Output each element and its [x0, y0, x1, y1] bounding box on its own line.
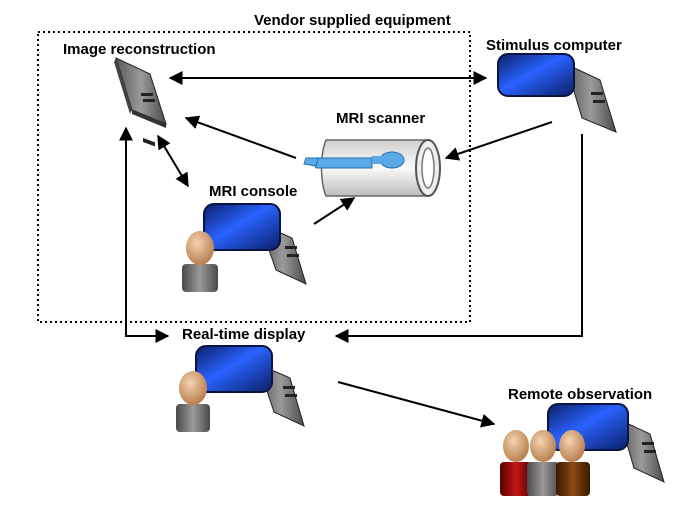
arrow-stimulus-to-realtime [334, 134, 583, 343]
mri-console-workstation-icon [182, 203, 307, 292]
image-reconstruction-computer-icon [114, 57, 167, 147]
remote-observation-group-icon [500, 403, 665, 496]
realtime-display-label: Real-time display [182, 326, 306, 343]
image-reconstruction-label: Image reconstruction [63, 41, 216, 58]
vendor-equipment-boundary [37, 31, 471, 323]
arrow-realtime-to-remote [337, 381, 496, 428]
mri-scanner-icon [303, 139, 441, 197]
mri-console-label: MRI console [209, 183, 298, 200]
arrow-recon-realtime [119, 126, 170, 343]
arrow-scanner-to-recon [184, 115, 297, 159]
stimulus-computer-label: Stimulus computer [486, 37, 622, 54]
arrow-console-to-scanner [313, 197, 356, 225]
realtime-display-workstation-icon [176, 345, 305, 432]
remote-observation-label: Remote observation [508, 386, 653, 403]
arrow-recon-console [157, 134, 189, 188]
mri-scanner-label: MRI scanner [336, 110, 426, 127]
vendor-equipment-label: Vendor supplied equipment [254, 12, 451, 29]
arrow-stimulus-to-scanner [444, 121, 553, 161]
stimulus-computer-icon [497, 53, 617, 133]
